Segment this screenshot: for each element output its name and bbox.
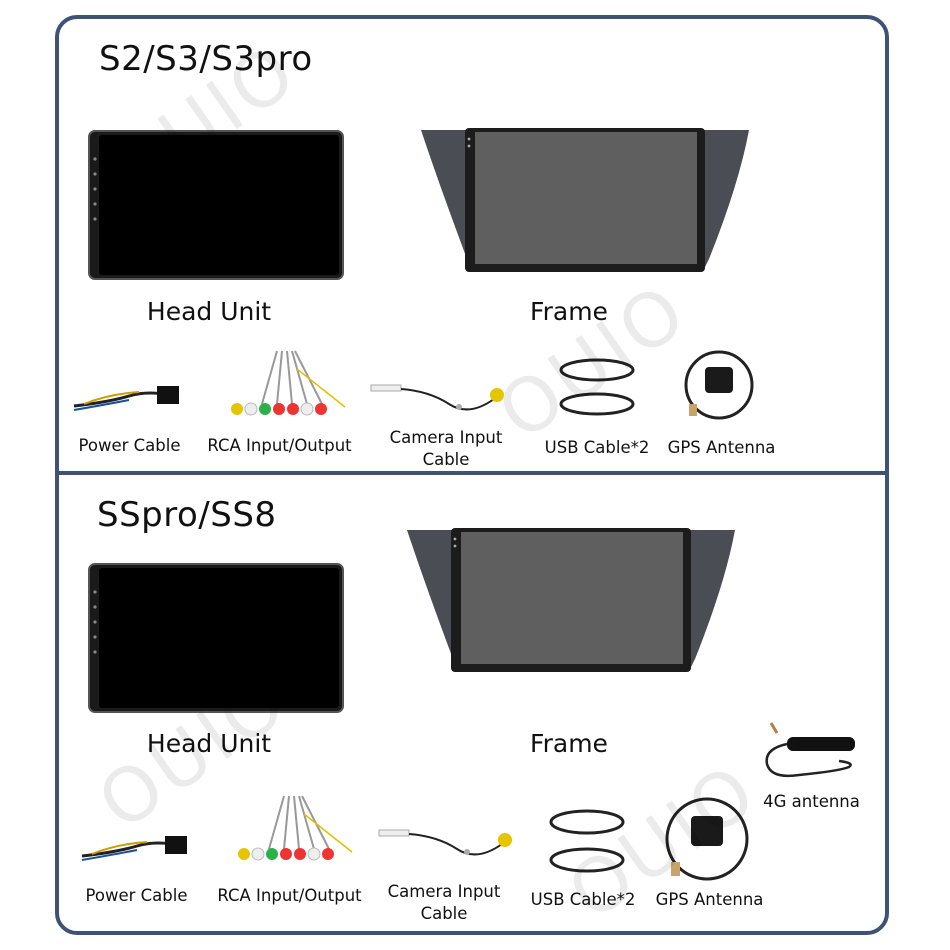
usb-cable-image-1: [559, 358, 635, 416]
power-cable-image-1: [73, 386, 179, 411]
gps-antenna-image-1: [684, 350, 754, 420]
head-unit-image-2: [88, 563, 344, 713]
frame-label-2: Frame: [530, 729, 608, 758]
camera-cable-image-2: [378, 829, 512, 856]
accessory-label-power-2: Power Cable: [85, 886, 188, 905]
accessory-label-gps-2: GPS Antenna: [655, 890, 764, 909]
usb-cable-image-2: [549, 809, 625, 873]
accessory-label-usb-2: USB Cable*2: [530, 890, 636, 909]
head-unit-image-1: [88, 130, 344, 280]
head-unit-label-1: Head Unit: [146, 297, 272, 326]
head-unit-label-2: Head Unit: [146, 729, 272, 758]
section-divider: [59, 471, 885, 475]
camera-cable-image-1: [370, 384, 504, 411]
section-title-1: S2/S3/S3pro: [99, 39, 313, 79]
accessory-label-camera-2: Camera Input Cable: [387, 882, 501, 923]
frame-label-1: Frame: [530, 297, 608, 326]
rca-cable-image-1: [231, 350, 346, 416]
frame-image-2: [407, 528, 735, 672]
package-contents-card: S2/S3/S3pro Head Unit Frame: [55, 15, 889, 935]
rca-cable-image-2: [238, 795, 353, 861]
accessory-label-power-1: Power Cable: [78, 436, 181, 455]
accessory-label-rca-2: RCA Input/Output: [217, 886, 362, 905]
power-cable-image-2: [81, 836, 187, 861]
accessory-label-camera-1: Camera Input Cable: [389, 428, 503, 469]
accessory-label-rca-1: RCA Input/Output: [207, 436, 352, 455]
4g-antenna-image: [765, 722, 855, 778]
gps-antenna-image-2: [665, 797, 749, 881]
frame-image-1: [421, 128, 749, 272]
accessory-label-4g: 4G antenna: [763, 792, 860, 811]
section-title-2: SSpro/SS8: [97, 495, 277, 535]
accessory-label-usb-1: USB Cable*2: [544, 438, 650, 457]
accessory-label-gps-1: GPS Antenna: [667, 438, 776, 457]
